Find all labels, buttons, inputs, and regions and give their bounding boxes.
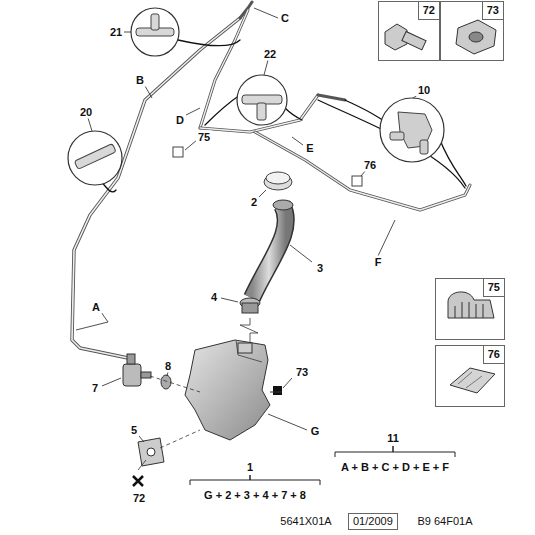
hose-letter: E	[304, 142, 315, 155]
part-number: 01/2009	[349, 514, 397, 529]
date-box: 01/2009	[348, 513, 398, 530]
callout-number: 2	[249, 196, 259, 209]
callout-number: 75	[196, 131, 212, 144]
callout-number: 8	[163, 360, 173, 373]
callout-number: 5	[129, 424, 139, 437]
callout-number: 1	[245, 461, 255, 474]
callout-number: 3	[315, 262, 325, 275]
callout-number: 73	[294, 366, 310, 379]
callout-number: 11	[385, 432, 401, 445]
hose-letter: F	[373, 256, 384, 269]
inset-box: 75	[435, 278, 505, 340]
hose-letter: B	[134, 74, 146, 87]
kit-formula: A + B + C + D + E + F	[339, 461, 451, 474]
part-number: 75	[483, 279, 504, 297]
hose-letter: C	[279, 12, 291, 25]
callout-number: 22	[262, 48, 278, 61]
hose-letter: D	[174, 114, 186, 127]
inset-box: 76	[435, 345, 505, 407]
inset-box: 72	[378, 1, 440, 61]
drawing-code: 5641X01A	[278, 515, 333, 528]
part-number: 72	[418, 2, 439, 20]
callout-number: 10	[416, 84, 432, 97]
drawing-code: B9 64F01A	[415, 515, 474, 528]
callout-number: 20	[78, 106, 94, 119]
part-letter: G	[309, 425, 322, 438]
part-number: 76	[483, 346, 504, 364]
part-number: 73	[482, 2, 503, 20]
kit-formula: G + 2 + 3 + 4 + 7 + 8	[202, 489, 308, 502]
hose-letter: A	[90, 301, 102, 314]
callout-number: 76	[362, 159, 378, 172]
callout-number: 7	[90, 382, 100, 395]
callout-number: 21	[108, 26, 124, 39]
callout-number: 4	[209, 291, 219, 304]
callout-number: 72	[131, 492, 147, 505]
inset-box: 73	[440, 1, 504, 61]
